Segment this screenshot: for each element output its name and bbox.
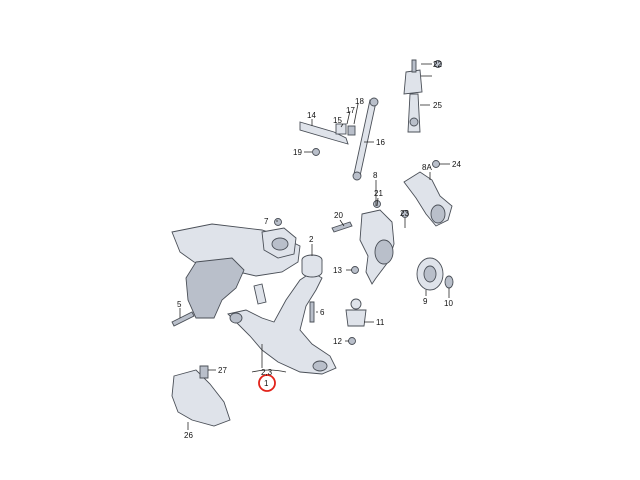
label-18: 18 xyxy=(355,97,364,106)
leader-lines xyxy=(179,63,450,430)
label-8A: 8A xyxy=(422,163,432,172)
label-6: 6 xyxy=(320,308,325,317)
label-8: 8 xyxy=(373,171,378,180)
label-23: 23 xyxy=(400,209,409,218)
subframe xyxy=(171,223,301,319)
label-14: 14 xyxy=(307,111,316,120)
label-5: 5 xyxy=(177,300,182,309)
label-26: 26 xyxy=(184,431,193,440)
label-25: 25 xyxy=(433,101,442,110)
splash-guard xyxy=(171,365,231,427)
label-12: 12 xyxy=(333,337,342,346)
label-27: 27 xyxy=(218,366,227,375)
ball-joint xyxy=(345,298,367,327)
label-11: 11 xyxy=(376,318,385,327)
label-19: 19 xyxy=(293,148,302,157)
steering-knuckle xyxy=(359,209,395,285)
label-2: 2 xyxy=(309,235,314,244)
label-1: 1 xyxy=(264,379,269,388)
label-7: 7 xyxy=(264,217,269,226)
label-17: 17 xyxy=(346,106,355,115)
stabilizer-bar xyxy=(299,60,442,181)
part-labels: 22 25 14 18 17 15 16 19 8A 24 8 21 7 20 … xyxy=(177,60,461,440)
label-10: 10 xyxy=(444,299,453,308)
label-9: 9 xyxy=(423,297,428,306)
label-21: 21 xyxy=(374,189,383,198)
lower-control-arm xyxy=(227,271,337,375)
bushing xyxy=(253,254,323,305)
wheel-hub xyxy=(416,257,454,291)
label-2-3: 2,3 xyxy=(261,368,273,377)
label-22: 22 xyxy=(433,60,442,69)
highlight-circle xyxy=(258,374,276,392)
label-15: 15 xyxy=(333,116,342,125)
label-20: 20 xyxy=(334,211,343,220)
label-16: 16 xyxy=(376,138,385,147)
label-24: 24 xyxy=(452,160,461,169)
wheel-bearing-housing xyxy=(403,171,453,227)
shock-absorber xyxy=(403,59,423,133)
label-13: 13 xyxy=(333,266,342,275)
